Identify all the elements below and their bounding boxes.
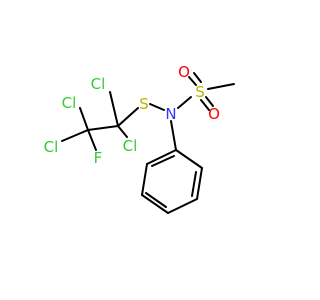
atom-cl2: Cl <box>62 94 77 112</box>
bond-c2-f <box>87 129 97 151</box>
ring-bond-6 <box>146 149 177 165</box>
ring-inner-2 <box>145 192 167 208</box>
ring-inner-3 <box>151 155 175 167</box>
bond-c1-cl4 <box>117 125 128 138</box>
ring-bond-1 <box>175 149 203 169</box>
atom-s2: S <box>195 83 205 101</box>
atom-cl4: Cl <box>123 137 138 155</box>
bond-s2-o1-b <box>193 72 202 83</box>
atom-cl1: Cl <box>91 75 106 93</box>
bond-c1-s1 <box>117 107 139 127</box>
bond-n-phenyl <box>170 120 177 151</box>
bond-c2-cl3 <box>61 129 89 142</box>
bond-s2-methyl <box>207 83 235 90</box>
atom-f: F <box>94 149 103 167</box>
atom-cl3: Cl <box>44 138 59 156</box>
ring-bond-5 <box>141 163 148 196</box>
atom-s1: S <box>139 95 149 113</box>
bond-c1-cl1 <box>109 91 119 127</box>
bond-s2-o2-b <box>205 96 214 107</box>
ring-bond-4 <box>141 194 169 214</box>
atom-labels: Cl Cl Cl Cl F S N S O O <box>44 63 220 167</box>
ring-inner-1 <box>191 171 197 197</box>
atom-o1: O <box>178 63 190 81</box>
atom-o2: O <box>208 105 220 123</box>
bond-c1-c2 <box>87 125 119 131</box>
atom-n: N <box>165 105 176 123</box>
bonds <box>61 72 235 214</box>
bond-c2-cl2 <box>79 107 89 131</box>
bond-n-s2 <box>177 96 192 109</box>
ring-bond-3 <box>167 198 198 214</box>
bond-s2-o1-a <box>188 76 197 86</box>
ring-bond-2 <box>196 167 203 200</box>
chemical-structure: Cl Cl Cl Cl F S N S O O <box>44 63 235 214</box>
bond-s1-n <box>149 103 165 111</box>
bond-s2-o2-a <box>200 99 210 111</box>
